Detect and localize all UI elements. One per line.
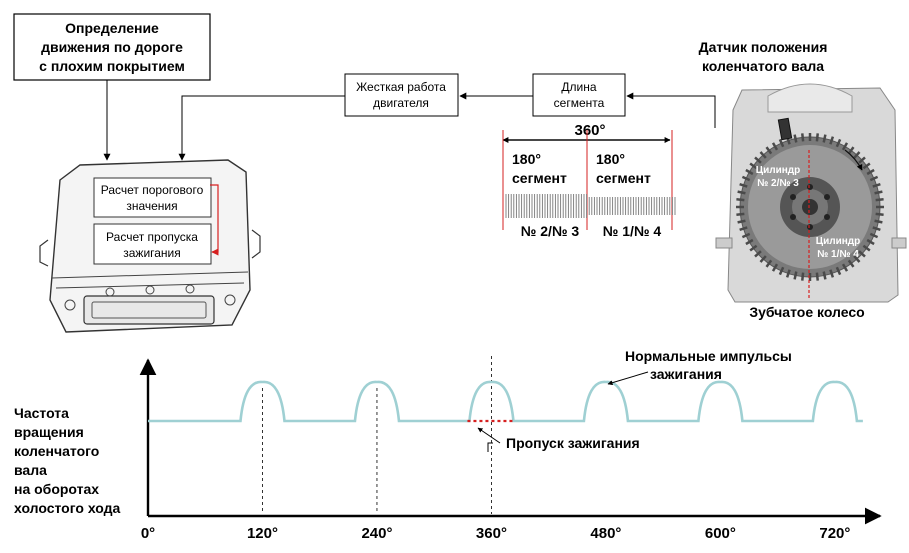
cyl-b-line2: № 1/№ 4 (817, 249, 859, 260)
x-tick-label-0: 0° (141, 525, 155, 542)
ylabel-line-1: вращения (14, 424, 84, 440)
x-tick-label-120: 120° (247, 525, 278, 542)
sensor-to-segment-arrow (626, 92, 716, 128)
rough-engine-box: Жесткая работа двигателя (344, 73, 459, 117)
ylabel-block: Частота вращения коленчатого вала на обо… (14, 405, 121, 516)
segment-diagram: 360° 180° сегмент 180° сегмент № 2/№ 3 №… (502, 122, 676, 239)
segment-left-cyl: № 2/№ 3 (521, 223, 580, 239)
segment-right-line1: 180° (596, 151, 625, 167)
x-tick-label-360: 360° (476, 525, 507, 542)
x-tick-label-720: 720° (819, 525, 850, 542)
sensor-title-line1: Датчик положения (699, 39, 828, 55)
misfire-calc-box: Расчет пропуска зажигания (93, 223, 212, 265)
rough-engine-arrow (178, 95, 345, 161)
rpm-signal-line (148, 380, 863, 423)
rough-road-box: Определение движения по дороге с плохим … (13, 13, 211, 81)
ylabel-line-0: Частота (14, 405, 69, 421)
gear-label: Зубчатое колесо (749, 304, 864, 320)
graph-guides (262, 356, 492, 514)
rough-road-line2: движения по дороге (41, 39, 183, 55)
segment-length-line1: Длина (561, 80, 596, 94)
misfire-label: Пропуск зажигания (506, 435, 640, 451)
ylabel-line-3: вала (14, 462, 47, 478)
misfire-calc-line2: зажигания (123, 246, 181, 260)
normal-pulses-arrow (607, 371, 649, 386)
segment-length-box: Длина сегмента (532, 73, 626, 117)
misfire-arrow (477, 427, 501, 444)
normal-pulses-line2: зажигания (650, 366, 722, 382)
cyl-a-line2: № 2/№ 3 (757, 178, 799, 189)
segment-total-label: 360° (574, 122, 605, 139)
threshold-line2: значения (126, 199, 177, 213)
ylabel-line-2: коленчатого (14, 443, 99, 459)
x-tick-label-240: 240° (361, 525, 392, 542)
x-tick-label-600: 600° (705, 525, 736, 542)
segment-teeth (505, 194, 676, 218)
sensor-title-line2: коленчатого вала (702, 58, 824, 74)
misfire-calc-line1: Расчет пропуска (106, 230, 198, 244)
threshold-calc-box: Расчет порогового значения (93, 177, 212, 218)
segment-left-line1: 180° (512, 151, 541, 167)
rough-road-line1: Определение (65, 20, 159, 36)
rough-road-line3: с плохим покрытием (39, 58, 185, 74)
x-tick-label-480: 480° (590, 525, 621, 542)
x-tick-labels: 0° 120° 240° 360° 480° 600° 720° (141, 525, 851, 542)
rough-engine-line2: двигателя (373, 96, 429, 110)
normal-pulses-line1: Нормальные импульсы (625, 348, 792, 364)
flywheel-illustration: Цилиндр № 2/№ 3 Цилиндр № 1/№ 4 (715, 83, 907, 303)
segment-right-line2: сегмент (596, 170, 651, 186)
ylabel-line-4: на оборотах (14, 481, 99, 497)
rough-engine-line1: Жесткая работа (356, 80, 446, 94)
cyl-b-line1: Цилиндр (816, 236, 860, 247)
segment-left-line2: сегмент (512, 170, 567, 186)
ecu-internal-arrow (210, 184, 219, 256)
threshold-line1: Расчет порогового (101, 183, 204, 197)
cyl-a-line1: Цилиндр (756, 165, 800, 176)
gear-teeth (736, 133, 884, 281)
ylabel-line-5: холостого хода (14, 500, 121, 516)
segment-length-line2: сегмента (554, 96, 605, 110)
misfire-callout (487, 442, 493, 452)
segment-right-cyl: № 1/№ 4 (603, 223, 662, 239)
